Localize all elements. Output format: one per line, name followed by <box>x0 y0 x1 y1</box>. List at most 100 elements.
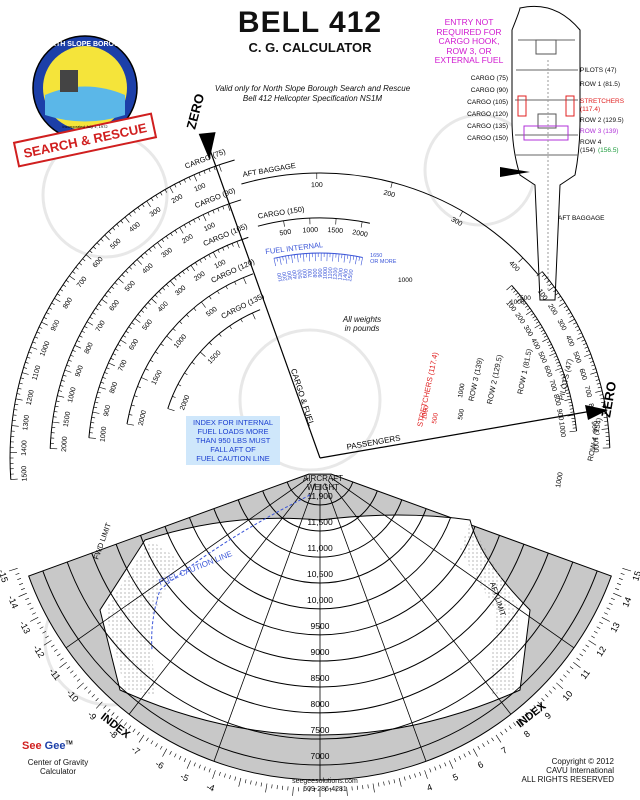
scale-tick <box>183 179 186 183</box>
index-tick <box>463 753 466 758</box>
scale-tick <box>569 430 577 433</box>
index-tick <box>556 682 564 690</box>
scale-tick <box>517 294 521 298</box>
scale-tick <box>591 364 595 367</box>
scale-tick <box>594 375 599 378</box>
scale-tick-label: 700 <box>547 379 557 392</box>
scale-tick <box>603 416 608 418</box>
scale-tick <box>530 313 534 316</box>
index-tick <box>610 597 615 600</box>
helicopter-left-label: CARGO (75) <box>471 75 508 82</box>
scale-tick <box>52 421 60 424</box>
scale-tick <box>360 221 363 228</box>
scale-tick <box>599 394 604 396</box>
index-tick <box>588 640 597 646</box>
index-tick <box>84 686 88 690</box>
scale-tick <box>595 379 600 381</box>
entry-note-line: ROW 3, OR <box>446 45 492 56</box>
scale-tick <box>179 321 183 325</box>
index-tick <box>18 592 27 597</box>
index-tick <box>608 602 613 605</box>
index-tick <box>591 635 595 639</box>
helicopter-right-label: (154) <box>580 147 595 154</box>
scale-tick <box>188 221 191 226</box>
scale-tick <box>91 416 96 419</box>
scale-tick <box>390 182 393 189</box>
index-tick <box>265 783 268 793</box>
scale-tick <box>140 309 144 313</box>
scale-tick <box>64 369 72 373</box>
index-tick <box>372 783 375 793</box>
scale-tick <box>147 302 151 305</box>
scale-tick <box>118 278 124 284</box>
index-tick <box>618 578 623 580</box>
scale-tick <box>133 210 136 214</box>
scale-tick <box>89 250 93 254</box>
index-tick <box>491 737 494 742</box>
scale-tick <box>209 342 212 346</box>
index-tick-label: 13 <box>608 621 622 635</box>
index-tick <box>244 779 247 784</box>
fuel-tick-label: 200 <box>282 271 290 281</box>
helicopter-top-view <box>500 5 581 301</box>
scale-tick <box>566 392 570 394</box>
cargo-fuel-label: CARGO & FUEL <box>289 368 316 428</box>
scale-tick-label: 100 <box>203 222 217 233</box>
envelope-radial <box>213 483 316 762</box>
scale-tick <box>66 364 70 367</box>
scale-tick <box>90 422 95 424</box>
index-tick <box>198 764 201 769</box>
index-tick <box>56 653 61 657</box>
index-tick <box>378 782 380 787</box>
aircraft-weight-label: AIRCRAFT WEIGHT <box>288 474 358 492</box>
logo-incorporated-text: Incorporated July 1, 1972 <box>62 124 108 129</box>
index-tick <box>533 705 537 709</box>
index-tick-label: 14 <box>620 595 633 608</box>
scale-tick <box>555 292 559 296</box>
scale-tick <box>588 357 593 360</box>
scale-tick <box>179 181 182 186</box>
scale-tick <box>28 351 33 354</box>
envelope-radial <box>65 477 309 649</box>
scale-tick <box>590 371 598 375</box>
scale-tick-label: 900 <box>50 319 62 333</box>
scale-tick <box>600 398 604 400</box>
index-tick <box>39 626 44 629</box>
scale-tick <box>48 307 53 310</box>
scale-tick <box>195 262 198 266</box>
index-tick <box>95 701 103 709</box>
scale-tick <box>81 330 85 333</box>
index-tick-label: 10 <box>560 689 574 703</box>
scale-tick <box>581 339 585 342</box>
index-tick-label: 6 <box>476 759 485 770</box>
index-tick <box>250 780 252 785</box>
fuel-tick-label: 500 <box>297 269 304 279</box>
index-tick <box>224 773 226 778</box>
fuel-tick-label: 800 <box>313 268 319 277</box>
cg-scale-arc <box>241 172 539 276</box>
scale-tick <box>222 247 225 251</box>
index-tick <box>569 666 574 670</box>
fuel-caution-line <box>151 494 311 651</box>
index-tick <box>429 768 432 773</box>
index-tick <box>573 662 581 668</box>
scale-tick <box>59 385 64 387</box>
scale-tick <box>240 318 243 323</box>
scale-tick <box>38 326 43 329</box>
scale-tick-label: 600 <box>128 338 140 352</box>
scale-tick <box>567 312 571 315</box>
scale-tick-label: 1200 <box>26 389 36 406</box>
website-link[interactable]: seegeesolutions.com <box>292 778 358 785</box>
index-tick <box>482 743 485 747</box>
scale-tick <box>565 389 569 391</box>
scale-tick <box>198 216 201 221</box>
scale-tick-label: 900 <box>555 408 564 421</box>
scale-tick <box>526 307 531 311</box>
index-tick-label: 7 <box>499 745 509 756</box>
scale-tick <box>92 312 96 315</box>
cg-scale-arc <box>88 236 249 438</box>
scale-tick <box>218 333 222 337</box>
scale-tick <box>601 405 606 407</box>
scale-tick <box>521 300 525 303</box>
scale-tick <box>108 231 112 235</box>
